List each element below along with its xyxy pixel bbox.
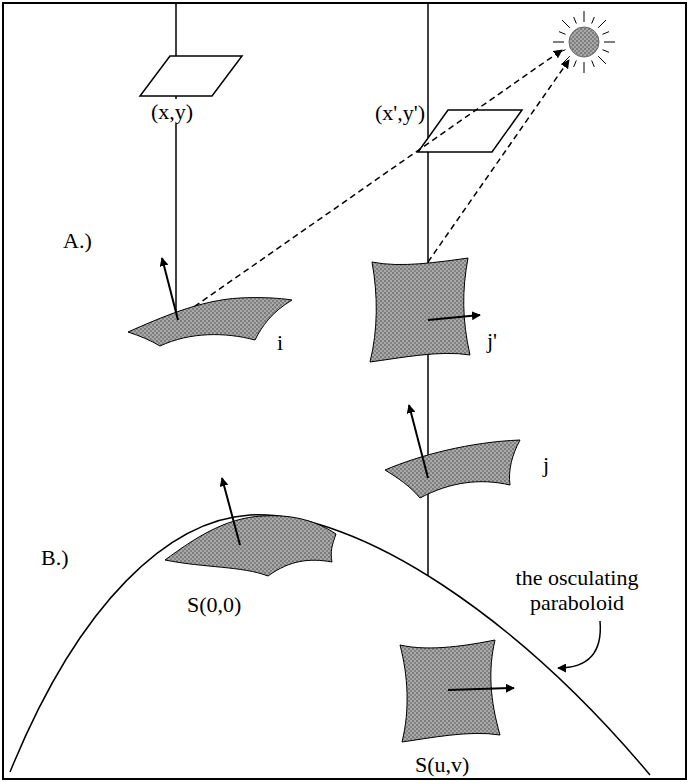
- pixel-label: (x,y): [150, 99, 194, 124]
- figure-frame: [3, 3, 686, 779]
- patch-label: j': [486, 328, 498, 353]
- sun-ray: [598, 20, 606, 28]
- panel-letter: A.): [62, 228, 93, 253]
- surface-patch: [370, 258, 470, 362]
- normal-arrow: [162, 258, 178, 320]
- sun-ray: [559, 50, 565, 53]
- patch-label: j: [542, 452, 550, 477]
- sun-ray: [584, 62, 585, 73]
- sun-ray: [602, 32, 608, 35]
- sun-ray: [602, 50, 608, 53]
- light-ray: [428, 60, 569, 262]
- normal-arrow: [428, 315, 480, 320]
- sun-ray: [598, 56, 606, 64]
- patch-label: S(0,0): [186, 592, 242, 617]
- sun-ray: [553, 42, 564, 43]
- sun-ray: [584, 11, 585, 22]
- panel-letter: B.): [40, 545, 70, 570]
- sun-ray: [592, 17, 595, 23]
- patch-label: i: [276, 330, 284, 355]
- sun-ray: [604, 42, 615, 43]
- pixel-square: [418, 110, 522, 152]
- sun-ray: [562, 56, 570, 64]
- normal-arrow: [222, 478, 240, 545]
- light-source: [553, 11, 615, 73]
- sun-ray: [574, 17, 577, 23]
- normal-arrow: [448, 688, 514, 690]
- light-ray: [178, 50, 562, 318]
- patch-label: S(u,v): [414, 752, 470, 777]
- sun-ray: [559, 32, 565, 35]
- pixel-square: [140, 56, 242, 96]
- surface-patch: [400, 640, 500, 742]
- surface-patch: [165, 516, 336, 576]
- sun-ray: [562, 20, 570, 28]
- leader-line: [558, 621, 600, 668]
- view-ray: [175, 4, 177, 318]
- surface-patch: [385, 440, 520, 498]
- pixel-label: (x',y'): [374, 100, 426, 125]
- sun-ray: [592, 60, 595, 66]
- callout-label: the osculating paraboloid: [505, 565, 649, 615]
- paraboloid-curve: [10, 515, 650, 775]
- normal-arrow: [409, 405, 428, 478]
- surface-patch: [128, 298, 292, 346]
- sun-ray: [574, 60, 577, 66]
